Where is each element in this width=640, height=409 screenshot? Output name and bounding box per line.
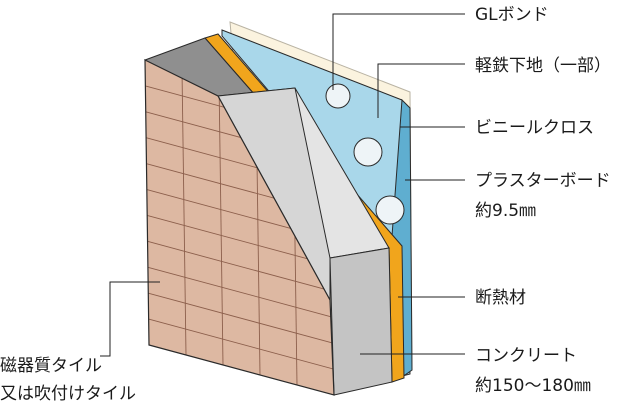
- label-light-steel: 軽鉄下地（一部）: [475, 56, 611, 76]
- label-concrete: コンクリート: [475, 346, 577, 366]
- leader-gl-bond: [332, 13, 465, 90]
- label-vinyl-cloth: ビニールクロス: [475, 118, 594, 138]
- light-steel-studs: [325, 83, 405, 225]
- tile-outline: [144, 59, 335, 396]
- leader-tile: [100, 281, 160, 357]
- tile-grout-horizontal: [147, 266, 334, 318]
- leader-light-steel: [377, 63, 465, 118]
- tile-grout-horizontal: [148, 318, 334, 370]
- stud-circle: [325, 83, 351, 109]
- tile-grout-horizontal: [147, 240, 333, 292]
- tile-grout-horizontal: [148, 292, 334, 344]
- label-plasterboard-thickness: 約9.5㎜: [475, 201, 536, 221]
- tile-grout-horizontal: [147, 215, 333, 266]
- label-concrete-thickness: 約150〜180㎜: [475, 376, 591, 396]
- label-insulation: 断熱材: [475, 288, 526, 308]
- tile-grout-vertical: [218, 79, 224, 366]
- label-plasterboard: プラスターボード: [475, 171, 611, 191]
- tile-grout-vertical: [181, 69, 187, 356]
- concrete-face: [329, 247, 393, 396]
- label-gl-bond: GLボンド: [475, 5, 549, 25]
- leader-lines: [100, 13, 465, 357]
- label-tile-line1: 磁器質タイル: [0, 356, 102, 376]
- tile-face: [145, 60, 334, 395]
- stud-circle: [353, 137, 383, 167]
- label-tile-line2: 又は吹付けタイル: [0, 384, 136, 404]
- stud-circle: [375, 195, 405, 225]
